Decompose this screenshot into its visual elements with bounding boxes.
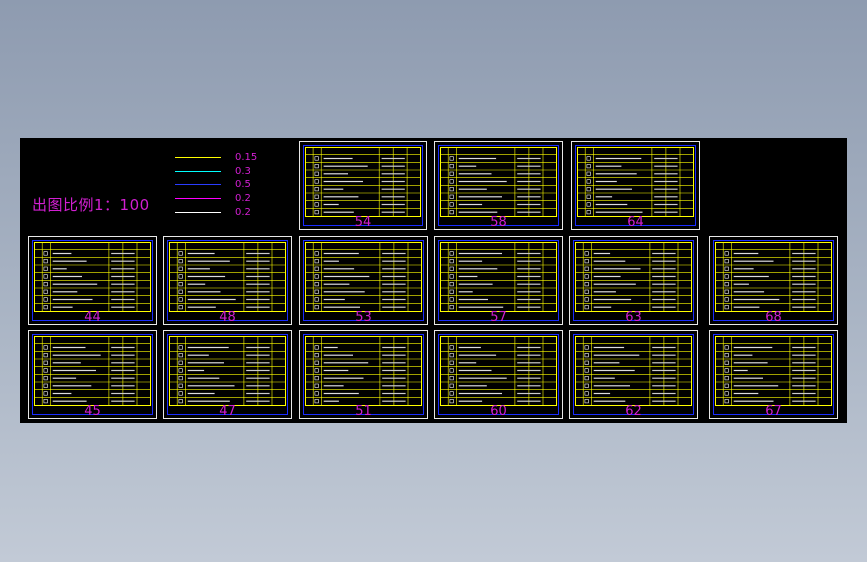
sheet-table [34,336,151,406]
sheet-frame [438,334,559,415]
legend-line-white [175,212,221,213]
drawing-sheet[interactable]: 63 [569,236,698,325]
drawing-sheet[interactable]: 60 [434,330,563,419]
sheet-frame [438,145,559,226]
legend-value: 0.3 [235,166,251,177]
drawing-sheet[interactable]: 48 [163,236,292,325]
sheet-frame [713,334,834,415]
sheet-table [305,336,422,406]
sheet-number: 57 [490,310,507,325]
drawing-sheet[interactable]: 58 [434,141,563,230]
sheet-table [575,336,692,406]
sheet-table [440,147,557,217]
sheet-table [305,242,422,312]
legend-row: 0.5 [175,179,265,191]
drawing-sheet[interactable]: 67 [709,330,838,419]
legend-value: 0.2 [235,193,251,204]
sheet-number: 47 [219,404,236,419]
legend-line-blue [175,184,221,185]
sheet-table [34,242,151,312]
sheet-number: 54 [354,215,372,230]
sheet-number: 67 [765,404,782,419]
sheet-table [305,147,421,217]
legend-value: 0.5 [235,179,251,190]
sheet-table [577,147,694,217]
drawing-sheet[interactable]: 64 [571,141,700,230]
drawing-sheet[interactable]: 57 [434,236,563,325]
sheet-number: 44 [84,310,101,325]
sheet-number: 60 [490,404,507,419]
sheet-frame [32,334,153,415]
sheet-table [715,336,832,406]
drawing-sheet[interactable]: 68 [709,236,838,325]
sheet-number: 45 [84,404,101,419]
legend-row: 0.2 [175,193,265,205]
sheet-frame [303,145,423,226]
sheet-table [169,242,286,312]
sheet-number: 64 [627,215,644,230]
legend-line-cyan [175,171,221,172]
sheet-frame [32,240,153,321]
sheet-table [169,336,286,406]
sheet-frame [303,240,424,321]
sheet-frame [303,334,424,415]
sheet-number: 68 [765,310,782,325]
cad-canvas[interactable]: 出图比例1：100 0.15 0.3 0.5 0.2 0.2 54 58 [20,138,847,423]
sheet-table [715,242,832,312]
sheet-frame [573,334,694,415]
sheet-frame [167,240,288,321]
drawing-sheet[interactable]: 53 [299,236,428,325]
sheet-number: 63 [625,310,642,325]
sheet-frame [575,145,696,226]
legend-line-yellow [175,157,221,158]
drawing-sheet[interactable]: 62 [569,330,698,419]
sheet-table [440,336,557,406]
drawing-sheet[interactable]: 54 [299,141,427,230]
sheet-frame [713,240,834,321]
drawing-sheet[interactable]: 45 [28,330,157,419]
drawing-scale-label: 出图比例1：100 [32,196,150,214]
legend-value: 0.15 [235,152,258,163]
legend-row: 0.3 [175,166,265,178]
drawing-sheet[interactable]: 51 [299,330,428,419]
drawing-sheet[interactable]: 44 [28,236,157,325]
sheet-frame [167,334,288,415]
legend-row: 0.2 [175,207,265,219]
sheet-number: 58 [490,215,507,230]
sheet-frame [573,240,694,321]
sheet-frame [438,240,559,321]
legend-line-magenta [175,198,221,199]
legend-value: 0.2 [235,207,251,218]
legend-row: 0.15 [175,152,265,164]
sheet-table [440,242,557,312]
sheet-table [575,242,692,312]
sheet-number: 53 [355,310,372,325]
sheet-number: 62 [625,404,642,419]
lineweight-legend: 0.15 0.3 0.5 0.2 0.2 [175,152,265,222]
sheet-number: 51 [355,404,372,419]
sheet-number: 48 [219,310,236,325]
drawing-sheet[interactable]: 47 [163,330,292,419]
